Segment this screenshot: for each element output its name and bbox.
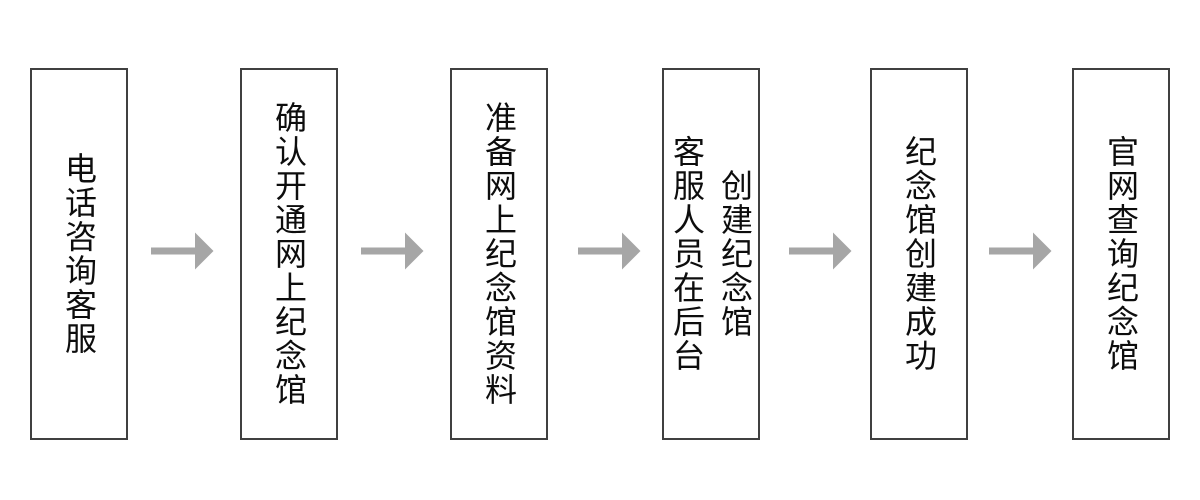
flow-arrow-icon: [151, 232, 214, 270]
flow-step-label: 准备网上纪念馆资料: [480, 101, 518, 407]
flow-step-prepare-materials: 准备网上纪念馆资料: [450, 68, 548, 440]
flow-step-label: 电话咨询客服: [60, 152, 98, 356]
flow-step-query-official-site: 官网查询纪念馆: [1072, 68, 1170, 440]
flow-arrow-icon: [989, 232, 1052, 270]
flow-arrow-icon: [578, 232, 641, 270]
flow-step-create-success: 纪念馆创建成功: [870, 68, 968, 440]
flow-step-label-column-1: 客服人员在后台: [668, 135, 706, 373]
flow-step-label-column-2: 创建纪念馆: [716, 169, 754, 339]
flow-step-label: 官网查询纪念馆: [1102, 135, 1140, 373]
flow-step-staff-create: 客服人员在后台 创建纪念馆: [662, 68, 760, 440]
flow-arrow-icon: [789, 232, 852, 270]
flow-arrow-icon: [361, 232, 424, 270]
flow-step-confirm-open: 确认开通网上纪念馆: [240, 68, 338, 440]
flow-step-phone-consult: 电话咨询客服: [30, 68, 128, 440]
flow-step-label: 纪念馆创建成功: [900, 135, 938, 373]
flow-step-label: 确认开通网上纪念馆: [270, 101, 308, 407]
